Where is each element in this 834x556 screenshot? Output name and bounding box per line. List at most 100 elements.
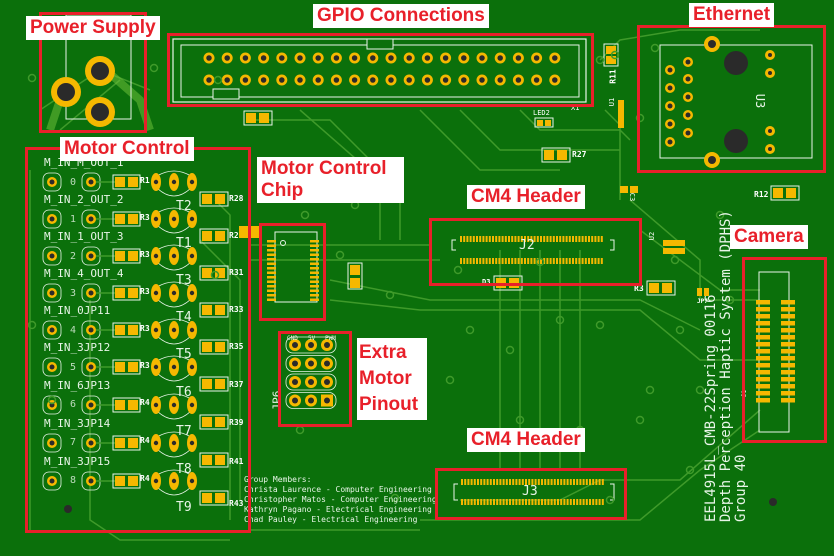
connector-pin: [501, 258, 504, 264]
connector-pin: [563, 479, 566, 485]
connector-pin: [467, 479, 470, 485]
connector-pin: [581, 258, 584, 264]
smd-pad: [215, 342, 225, 352]
drill-hole: [189, 253, 195, 259]
camera-pin: [756, 314, 770, 319]
connector-pin: [578, 236, 581, 242]
drill-hole: [533, 55, 540, 61]
via: [685, 465, 695, 475]
drill-hole: [292, 360, 298, 367]
drill-hole: [88, 290, 94, 296]
resistor-left-label: R4: [140, 398, 150, 407]
pin-row-outline: [285, 336, 337, 354]
motor-row-label: M_IN_3JP15: [44, 455, 111, 468]
drill-hole: [49, 440, 55, 446]
camera-pin: [756, 300, 770, 305]
drill-hole: [370, 77, 376, 83]
drill-hole: [552, 77, 558, 83]
chip-pin: [310, 267, 319, 270]
motor-row-index: 8: [70, 475, 77, 486]
connector-pin: [575, 236, 578, 242]
drill-hole: [292, 379, 298, 385]
pad-outline: [42, 172, 62, 192]
drill-hole: [308, 397, 314, 404]
connector-pin: [483, 479, 486, 485]
connector-pin: [575, 258, 578, 264]
drill-hole: [461, 55, 467, 61]
connector-pin: [489, 499, 492, 505]
connector-pin: [477, 499, 479, 505]
drill-hole: [333, 55, 340, 61]
drill-hole: [297, 55, 303, 61]
drill-hole: [189, 478, 195, 484]
motor-chip-pins: [267, 240, 319, 301]
drill-hole: [667, 103, 673, 109]
transistor-outline: [156, 244, 192, 271]
camera-pin: [781, 342, 795, 347]
connector-pin: [508, 258, 510, 264]
connector-pin: [592, 479, 595, 485]
resistor-left-label: R3: [140, 250, 150, 259]
camera-pin: [756, 335, 770, 340]
connector-pin: [492, 236, 494, 242]
resistor-left-label: R1: [140, 176, 150, 185]
chip-pin: [267, 289, 276, 292]
drill-hole: [171, 290, 177, 296]
drill-hole: [189, 402, 195, 408]
drill-hole: [189, 364, 195, 370]
via: [650, 43, 660, 53]
connector-pin: [592, 499, 595, 505]
extra-pinout-pins: [285, 336, 337, 409]
connector-pin: [504, 236, 507, 242]
connector-pin: [463, 258, 466, 264]
connector-pin: [466, 258, 469, 264]
connector-pin: [582, 479, 585, 485]
motor-row-index: 0: [70, 177, 77, 188]
smd-pad: [115, 476, 125, 486]
camera-pin: [756, 328, 770, 333]
connector-pin: [568, 236, 571, 242]
transistor-outline: [156, 355, 192, 382]
drill-hole: [406, 77, 412, 83]
extra-pinout-highlight: [278, 331, 352, 427]
smd-pad: [202, 268, 212, 278]
drill-hole: [206, 77, 212, 83]
ethernet-highlight: [637, 25, 826, 173]
connector-pin: [556, 258, 558, 264]
drill-hole: [370, 55, 376, 61]
camera-pin: [756, 356, 770, 361]
transistor-label: T6: [176, 385, 192, 400]
connector-pin: [515, 499, 518, 505]
drill-hole: [308, 342, 314, 348]
drill-hole: [685, 112, 691, 118]
chip-pin: [310, 262, 319, 265]
resistor-left-label: R3: [140, 213, 150, 222]
drill-hole: [685, 94, 691, 100]
connector-pin: [553, 499, 556, 505]
resistor-outline: [199, 414, 229, 430]
chip-pin: [310, 271, 319, 274]
resistor-left-label: R3: [140, 324, 150, 333]
connector-pin: [520, 258, 523, 264]
connector-pin: [511, 236, 514, 242]
connector-pin: [476, 258, 478, 264]
connector-pin: [579, 499, 582, 505]
connector-pin: [469, 258, 472, 264]
smd-pad: [128, 251, 138, 261]
connector-pin: [537, 499, 540, 505]
connector-pin: [579, 479, 582, 485]
connector-pin: [552, 258, 555, 264]
resistor-left-label: R4: [140, 474, 150, 483]
gpio-pins: [203, 52, 561, 86]
connector-pin: [527, 236, 530, 242]
drill-hole: [351, 55, 358, 61]
connector-pin: [533, 236, 536, 242]
drill-hole: [189, 440, 195, 446]
connector-pin: [601, 479, 604, 485]
resistor-outline: [112, 435, 141, 451]
connector-pin: [546, 236, 549, 242]
connector-pin: [585, 499, 588, 505]
smd-pad: [128, 362, 138, 372]
connector-pin: [508, 236, 510, 242]
drill-hole: [88, 402, 94, 408]
